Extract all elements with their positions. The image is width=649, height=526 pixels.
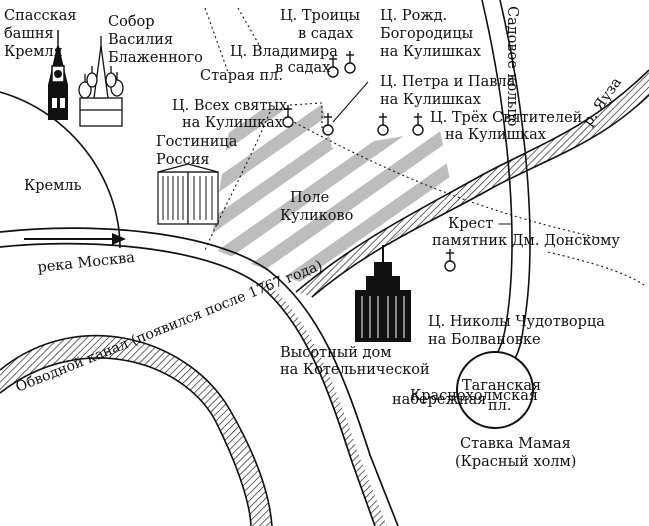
church-rozhd-icon [344,51,356,74]
label-petra: Ц. Петра и Павла на Кулишках [380,74,520,108]
label-sadovoe: Садовое кольцо [504,6,520,126]
label-vladimira: Ц. Владимира в садах [230,44,342,76]
st-basils-cathedral-icon [78,36,124,127]
hotel-rossiya-icon [157,163,219,225]
church-markers [282,51,456,272]
river-arrow [24,233,126,245]
label-taganskaya: Таганская пл. [462,378,546,414]
label-pole: Поле Куликово [280,190,353,224]
label-gostinitsa: Гостиница Россия [156,134,242,168]
label-stavka: Ставка Мамая (Красный холм) [455,436,576,470]
church-vsekh-icon [282,105,294,128]
yauza-hatch [296,70,649,297]
label-krasnokholm: Краснохолмская [410,388,538,404]
kremlin-wall [0,91,121,249]
church-troitsy-icon [327,55,339,78]
kotelnicheskaya-building-icon [355,245,411,342]
moskva-river [0,227,399,526]
label-sobor: Собор Василия Блаженного [108,14,203,66]
canal-hatch [0,335,272,526]
church-petra-icon [377,113,389,136]
taganskaya-circle [456,351,534,429]
label-staraya: Старая пл. [200,68,283,84]
label-vysotny: Высотный дом на Котельнической [280,345,430,378]
label-nikoly: Ц. Николы Чудотворца на Болвановке [428,314,610,348]
boundary-lines [204,7,645,286]
church-vladimira-icon [322,113,334,136]
leader-line [332,81,369,123]
label-tryokh: Ц. Трёх Святителей на Кулишках [430,110,587,143]
label-vsekh: Ц. Всех святых на Кулишках [172,98,292,131]
label-krest: Крест — памятник Дм. Донскому [432,216,620,249]
label-troitsy: Ц. Троицы в садах [280,8,365,42]
krest-icon [444,249,456,272]
label-rozhd: Ц. Рожд. Богородицы на Кулишках [380,8,481,60]
label-naberezhnaya: набережная [392,392,486,408]
label-kreml: Кремль [24,178,82,194]
spasskaya-tower-icon [48,30,68,120]
church-tryokh-icon [412,113,424,136]
label-spasskaya: Спасская башня Кремля [4,8,81,60]
river-hatch [258,279,387,526]
label-reka: река Москва [37,250,136,276]
